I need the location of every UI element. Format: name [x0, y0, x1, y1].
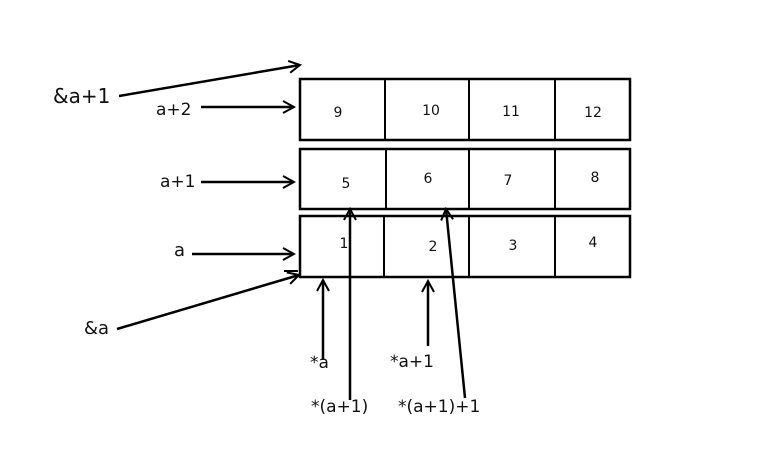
label-amp-a-plus-1: &a+1: [53, 84, 111, 108]
cell-r0-c0: 9: [333, 105, 343, 121]
cell-r0-c2: 11: [502, 104, 520, 120]
cell-r1-c1: 6: [423, 171, 433, 187]
array-row-top: [298, 77, 632, 142]
cell-r2-c1: 2: [428, 239, 438, 255]
label-deref-a-plus-1: *a+1: [390, 352, 434, 372]
label-a-plus-1: a+1: [160, 172, 196, 192]
cell-r0-c1: 10: [422, 103, 440, 119]
cell-r0-c3: 12: [584, 105, 602, 121]
arrow-amp-a: [116, 275, 299, 331]
cell-r2-c0: 1: [339, 236, 349, 252]
cell-r1-c2: 7: [503, 173, 513, 189]
label-deref-paren-a-plus-1-plus-1: *(a+1)+1: [398, 397, 481, 417]
arrow-amp-a-plus-1: [118, 65, 300, 98]
cell-r1-c0: 5: [341, 176, 351, 192]
label-deref-paren-a-plus-1: *(a+1): [311, 397, 369, 417]
cell-r2-c2: 3: [508, 238, 518, 254]
label-a-plus-2: a+2: [156, 100, 192, 120]
arrow-deref-paren-a-plus-1-plus-1: [446, 209, 467, 399]
array-row-bottom: [298, 214, 632, 279]
label-a: a: [174, 240, 186, 261]
array-row-middle: [298, 147, 632, 211]
label-amp-a: &a: [84, 318, 110, 339]
label-deref-a: *a: [310, 353, 329, 373]
cell-r1-c3: 8: [590, 170, 600, 186]
cell-r2-c3: 4: [588, 235, 598, 251]
